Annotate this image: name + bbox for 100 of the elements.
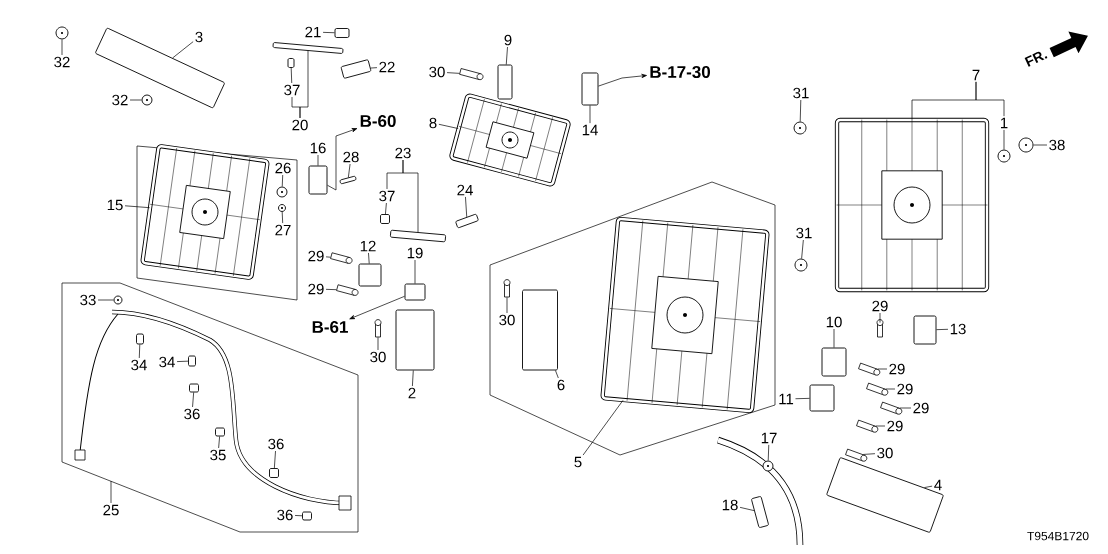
leader-line [795,398,810,400]
reference-arrow [598,73,647,87]
callout-number: 7 [972,69,980,81]
clip-drawing [302,511,312,521]
screw-drawing [845,448,868,462]
clip-drawing [269,468,279,478]
callout-number: 36 [268,438,284,450]
sensor-drawing [455,213,479,229]
duct-drawing [826,457,944,533]
clip-drawing [136,333,144,345]
leader-line [325,256,331,258]
link-drawing [404,283,426,301]
bracket-drawing [751,496,769,528]
callout-number: 13 [950,323,966,335]
grommet-drawing [287,58,295,68]
evaporator-drawing [140,144,270,280]
leader-line [936,328,949,330]
pin-drawing [339,175,357,185]
screw-drawing [876,319,884,338]
leader-line [377,337,379,351]
grommet-drawing [380,214,390,224]
leader-line [414,259,416,284]
callout-number: 4 [934,479,942,491]
callout-number: 9 [504,34,512,46]
leader-line [348,163,351,178]
screw-drawing [858,362,881,376]
bracket-drawing [522,289,558,371]
clip-drawing [188,355,196,367]
leader-line [281,211,284,224]
clip-drawing [762,460,774,472]
leader-line [129,99,142,101]
callout-number: 30 [877,447,893,459]
callout-number: 23 [395,147,411,159]
washer-drawing [793,121,807,135]
screw-drawing [856,419,879,433]
reference-label: B-61 [312,321,348,334]
leader-line [274,450,276,469]
leader-line [465,196,468,218]
callout-number: 8 [429,117,437,129]
duct-drawing [395,309,435,371]
o-ring-drawing [276,186,288,198]
hvac-unit-drawing [600,216,770,414]
leader-line [799,99,802,122]
callout-number: 33 [80,294,96,306]
leader-line [582,400,624,456]
leader-line [505,46,508,65]
leader-line [863,453,876,455]
callout-number: 12 [360,240,376,252]
leader-line [370,67,378,69]
callout-number: 26 [275,162,291,174]
callout-number: 30 [499,314,515,326]
callout-number: 29 [913,402,929,414]
leader-line [801,239,804,259]
o-ring-drawing [278,204,286,212]
screw-drawing [459,68,484,81]
reference-arrow [349,295,405,320]
bracket-drawing [497,64,513,100]
callout-number: 18 [722,499,738,511]
leader-line [290,67,293,84]
leader-line [899,407,912,409]
leader-line [879,312,881,323]
leader-line [438,123,459,129]
callout-number: 35 [210,449,226,461]
resistor-drawing [913,315,937,345]
screw-drawing [503,279,511,298]
leader-line [1003,129,1005,150]
leader-line [924,485,933,488]
leader-line [412,370,414,387]
drawing-number: T954B1720 [1027,531,1089,541]
callout-number: 14 [582,124,598,136]
callout-number: 15 [107,199,123,211]
leader-line [877,368,888,370]
callout-number: 28 [343,151,359,163]
callout-number: 30 [370,351,386,363]
leader-line [192,392,194,408]
callout-number: 2 [408,387,416,399]
callout-number: 27 [275,224,291,236]
clip-drawing [215,427,225,437]
callout-number: 1 [1001,117,1008,129]
callout-number: 11 [779,393,794,405]
leader-line [446,72,460,74]
callout-number: 19 [407,247,423,259]
callout-number: 36 [184,408,200,420]
leader-line [294,515,303,517]
direction-label: FR. [1024,51,1048,67]
leader-line [218,436,220,449]
clip-drawing [334,28,350,38]
leader-line [975,81,1005,117]
screw-drawing [866,382,889,396]
leader-line [1033,144,1048,146]
callout-number: 29 [308,250,324,262]
clip-drawing [113,295,123,305]
leader-line [875,425,886,427]
callout-number: 34 [159,356,175,368]
actuator-drawing [821,347,847,377]
callout-number: 36 [277,509,293,521]
sensor-wire-drawing [272,42,344,54]
clip-drawing [189,383,199,393]
leader-line [317,154,319,166]
reference-label: B-17-30 [650,65,710,79]
